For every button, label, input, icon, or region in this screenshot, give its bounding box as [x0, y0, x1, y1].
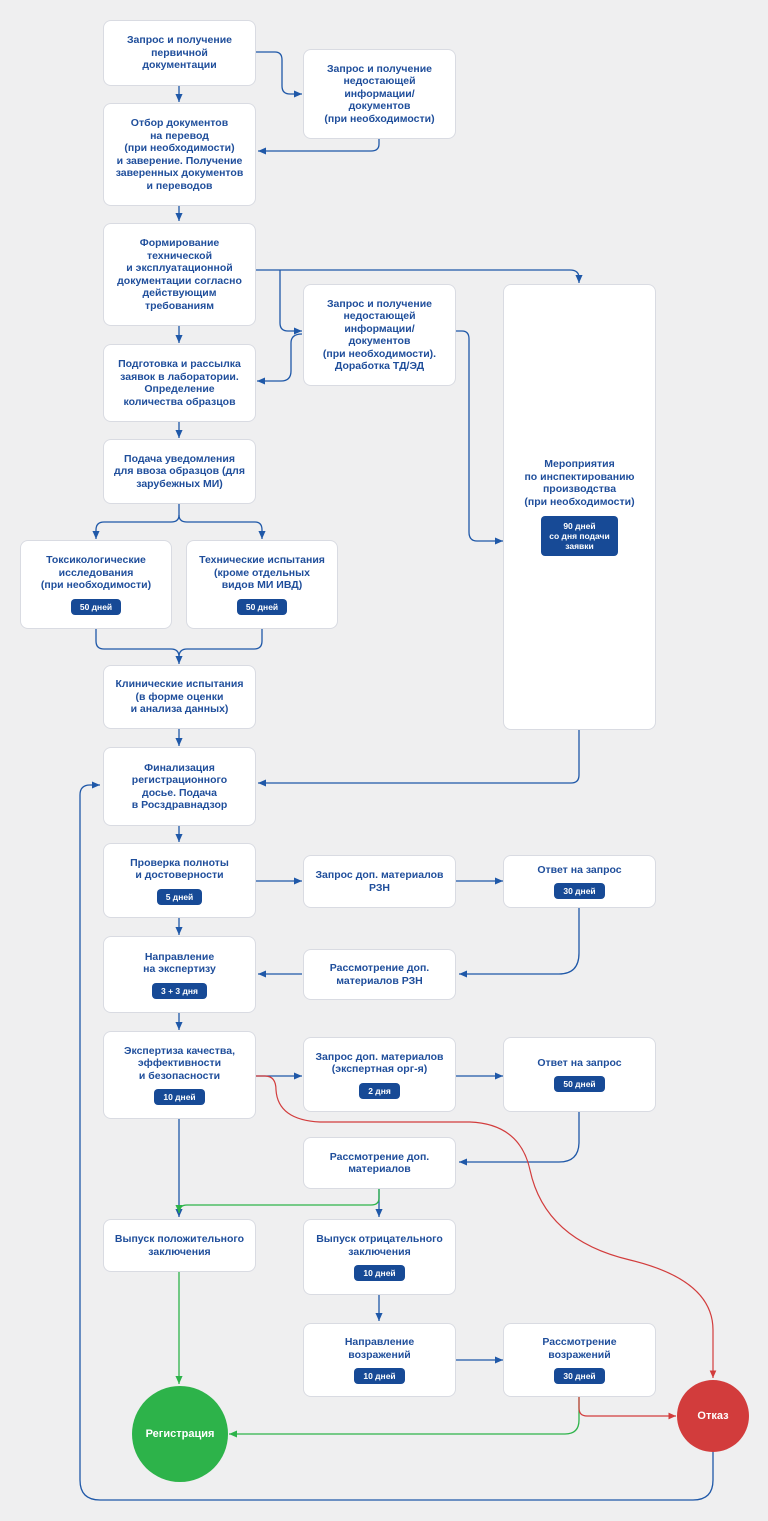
node-text: Подача уведомления для ввоза образцов (д…	[114, 452, 245, 490]
node-response-to-request-30: Ответ на запрос 30 дней	[503, 855, 656, 908]
arrow-n18-refusal	[256, 1075, 717, 1378]
node-text: Выпуск отрицательного заключения	[316, 1233, 443, 1258]
arrow-n21-positive	[175, 1189, 380, 1214]
node-text: Клинические испытания (в форме оценки и …	[115, 678, 244, 716]
node-doc-selection-translation: Отбор документов на перевод (при необход…	[103, 103, 256, 206]
node-text: Экспертиза качества, эффективности и без…	[123, 1044, 235, 1082]
node-objections-review: Рассмотрение возражений 30 дней	[503, 1323, 656, 1397]
node-negative-conclusion: Выпуск отрицательного заключения 10 дней	[303, 1219, 456, 1295]
node-text: Мероприятия по инспектированию производс…	[524, 458, 635, 508]
arrow-n9-n11	[95, 629, 183, 664]
duration-badge: 50 дней	[70, 598, 122, 615]
arrow-n1-n2	[255, 51, 302, 98]
registration-label: Регистрация	[145, 1428, 215, 1440]
node-text: Подготовка и рассылка заявок в лаборатор…	[118, 358, 241, 408]
node-lab-applications: Подготовка и рассылка заявок в лаборатор…	[103, 344, 256, 422]
duration-badge: 10 дней	[354, 1265, 405, 1281]
node-text: Ответ на запрос	[537, 1056, 622, 1069]
node-request-primary-docs: Запрос и получение первичной документаци…	[103, 20, 256, 86]
node-objections-submission: Направление возражений 10 дней	[303, 1323, 456, 1397]
duration-badge: 10 дней	[354, 1368, 405, 1384]
node-additional-materials-review: Рассмотрение доп. материалов	[303, 1137, 456, 1189]
arrow-n20-n21	[459, 1112, 580, 1166]
node-dossier-finalization: Финализация регистрационного досье. Пода…	[103, 747, 256, 826]
refusal-label: Отказ	[697, 1410, 729, 1422]
node-text: Проверка полноты и достоверности	[130, 856, 229, 882]
node-rzn-materials-review: Рассмотрение доп. материалов РЗН	[303, 949, 456, 1000]
node-quality-expertise: Экспертиза качества, эффективности и без…	[103, 1031, 256, 1119]
node-text: Ответ на запрос	[537, 863, 622, 876]
node-text: Отбор документов на перевод (при необход…	[115, 117, 244, 192]
duration-badge: 30 дней	[554, 883, 605, 900]
node-text: Формирование технической и эксплуатацион…	[117, 237, 242, 312]
node-text: Направление на экспертизу	[143, 950, 216, 976]
node-text: Токсикологические исследования (при необ…	[40, 554, 152, 592]
arrow-n25-registration	[229, 1397, 580, 1438]
node-rzn-materials-request: Запрос доп. материалов РЗН	[303, 855, 456, 908]
node-toxicology-studies: Токсикологические исследования (при необ…	[20, 540, 172, 629]
duration-badge: 2 дня	[359, 1082, 400, 1099]
node-response-to-request-50: Ответ на запрос 50 дней	[503, 1037, 656, 1112]
node-text: Рассмотрение возражений	[542, 1336, 617, 1361]
arrow-n5-n6	[456, 330, 503, 545]
duration-badge: 10 дней	[154, 1089, 205, 1106]
node-text: Направление возражений	[344, 1336, 415, 1361]
node-text: Запрос и получение недостающей информаци…	[322, 297, 437, 373]
node-text: Запрос и получение недостающей информаци…	[324, 62, 435, 125]
node-request-missing-info: Запрос и получение недостающей информаци…	[303, 49, 456, 139]
node-technical-documentation: Формирование технической и эксплуатацион…	[103, 223, 256, 326]
arrow-n25-refusal	[578, 1397, 676, 1420]
node-production-inspection: Мероприятия по инспектированию производс…	[503, 284, 656, 730]
arrow-n15-n17	[459, 908, 580, 978]
registration-terminal: Регистрация	[132, 1386, 228, 1482]
node-text: Рассмотрение доп. материалов РЗН	[329, 962, 430, 987]
duration-badge: 5 дней	[156, 888, 203, 905]
arrow-n4-n5	[279, 270, 302, 335]
node-text: Запрос и получение первичной документаци…	[126, 34, 232, 72]
node-referral-to-expertise: Направление на экспертизу 3 + 3 дня	[103, 936, 256, 1013]
arrow-n2-n3	[258, 139, 380, 155]
node-technical-tests: Технические испытания (кроме отдельных в…	[186, 540, 338, 629]
arrow-n4-n6	[256, 269, 583, 283]
arrow-n10-n11	[178, 629, 263, 658]
arrow-n8-n10	[178, 514, 266, 539]
node-completeness-check: Проверка полноты и достоверности 5 дней	[103, 843, 256, 918]
node-text: Рассмотрение доп. материалов	[329, 1150, 430, 1176]
duration-badge: 50 дней	[554, 1076, 605, 1093]
node-clinical-trials: Клинические испытания (в форме оценки и …	[103, 665, 256, 729]
node-expert-materials-request: Запрос доп. материалов (экспертная орг-я…	[303, 1037, 456, 1112]
node-request-missing-info-td: Запрос и получение недостающей информаци…	[303, 284, 456, 386]
duration-badge: 3 + 3 дня	[152, 982, 207, 999]
node-text: Запрос доп. материалов РЗН	[315, 869, 444, 894]
duration-badge: 30 дней	[554, 1368, 605, 1384]
arrow-n6-n12	[258, 730, 580, 787]
refusal-terminal: Отказ	[677, 1380, 749, 1452]
node-text: Запрос доп. материалов (экспертная орг-я…	[315, 1050, 444, 1076]
arrow-refusal-n12	[79, 781, 714, 1501]
node-text: Технические испытания (кроме отдельных в…	[199, 554, 325, 592]
duration-badge: 90 дней со дня подачи заявки	[541, 516, 618, 556]
node-import-notification: Подача уведомления для ввоза образцов (д…	[103, 439, 256, 504]
node-positive-conclusion: Выпуск положительного заключения	[103, 1219, 256, 1272]
node-text: Финализация регистрационного досье. Пода…	[131, 761, 228, 812]
arrow-n5-n7	[257, 333, 303, 385]
duration-badge: 50 дней	[236, 598, 288, 615]
arrow-n8-split	[92, 504, 180, 539]
node-text: Выпуск положительного заключения	[114, 1233, 245, 1258]
